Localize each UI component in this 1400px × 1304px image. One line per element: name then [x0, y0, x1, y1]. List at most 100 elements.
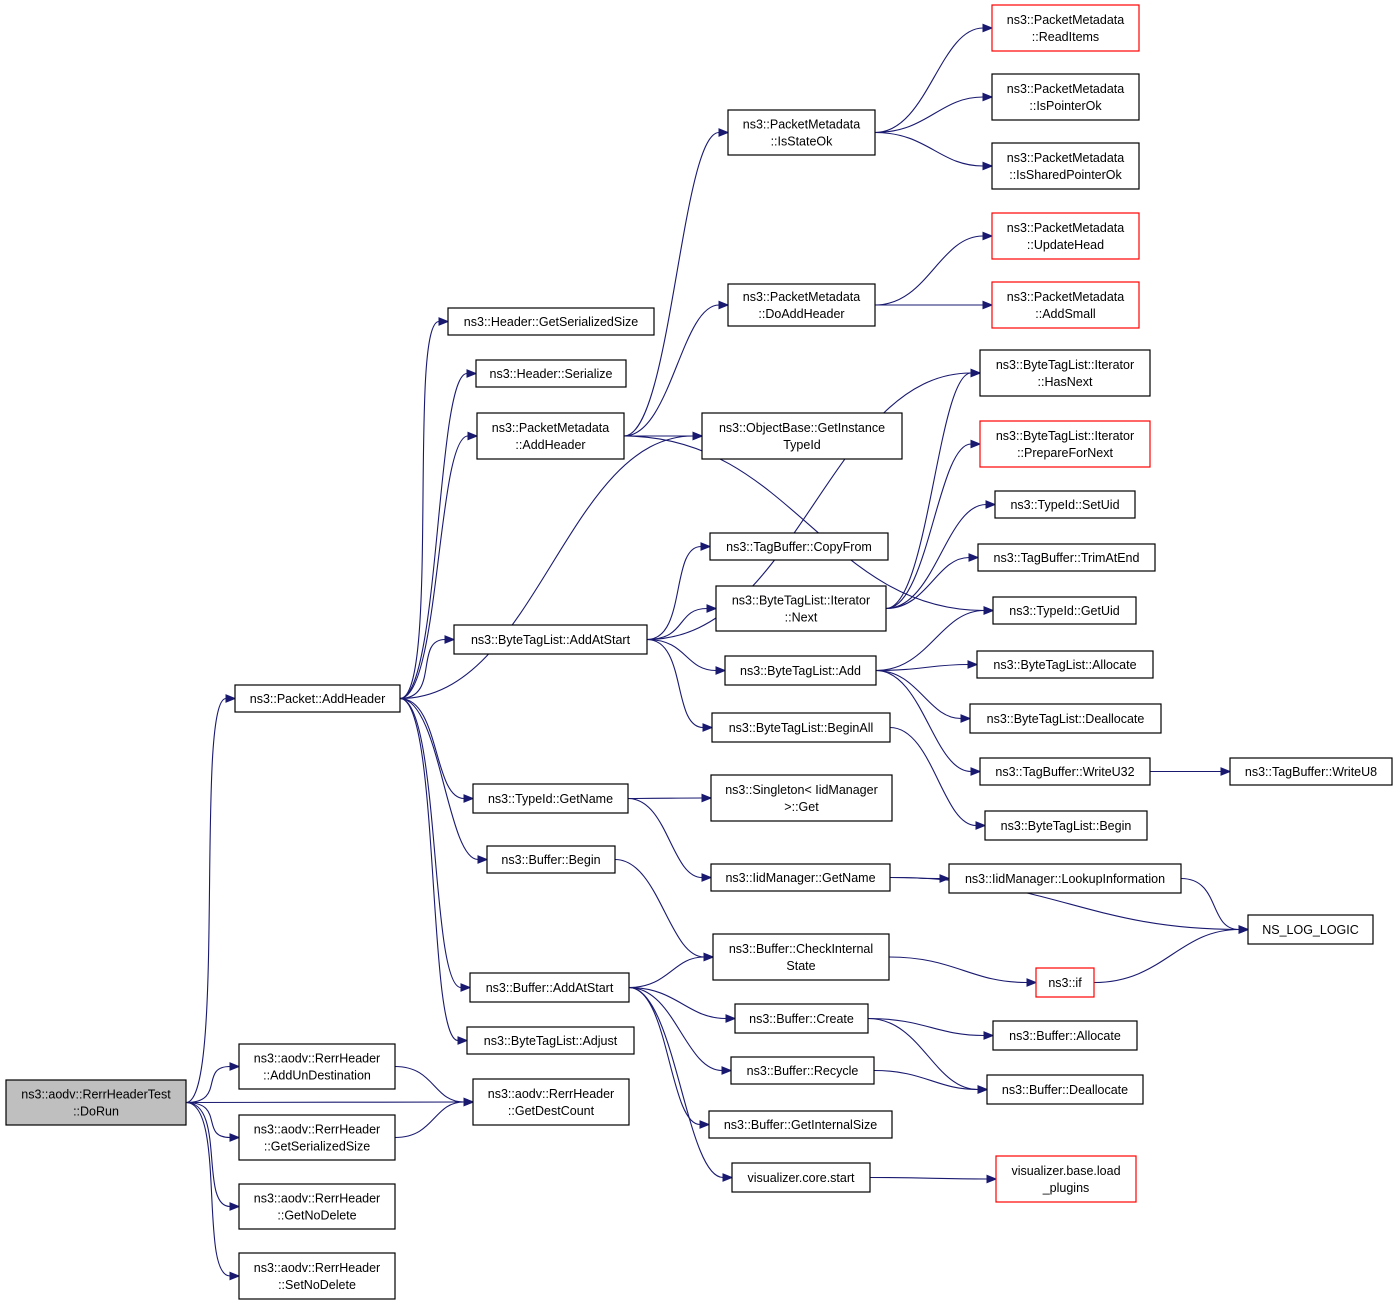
- node-box: [238, 1252, 396, 1300]
- arrowhead-icon: [721, 1066, 733, 1075]
- node-rerr-addundestination[interactable]: ns3::aodv::RerrHeader::AddUnDestination: [238, 1043, 396, 1090]
- node-pm-readitems[interactable]: ns3::PacketMetadata::ReadItems: [991, 4, 1140, 52]
- arrowhead-icon: [968, 553, 980, 562]
- node-btl-allocate[interactable]: ns3::ByteTagList::Allocate: [976, 650, 1154, 679]
- node-box: [731, 1162, 871, 1193]
- node-box: [709, 532, 889, 561]
- arrowhead-icon: [706, 604, 718, 613]
- node-label-line: ns3::Buffer::Allocate: [1009, 1029, 1121, 1043]
- node-pm-updatehead[interactable]: ns3::PacketMetadata::UpdateHead: [991, 212, 1140, 260]
- node-buf-allocate[interactable]: ns3::Buffer::Allocate: [992, 1020, 1138, 1051]
- node-label-line: ns3::Buffer::CheckInternal: [729, 942, 873, 956]
- node-label-line: _plugins: [1042, 1181, 1090, 1195]
- node-label-line: ns3::aodv::RerrHeader: [254, 1123, 380, 1137]
- node-rerr-getserializedsize[interactable]: ns3::aodv::RerrHeader::GetSerializedSize: [238, 1114, 396, 1161]
- node-hdr-serialize[interactable]: ns3::Header::Serialize: [475, 359, 627, 388]
- edge-buf-create-to-buf-deallocate: [867, 1017, 979, 1091]
- node-ns-log-logic[interactable]: NS_LOG_LOGIC: [1247, 914, 1374, 945]
- node-label-line: ns3::aodv::RerrHeaderTest: [21, 1088, 171, 1102]
- node-label-line: ns3::PacketMetadata: [1007, 82, 1124, 96]
- arrowhead-icon: [985, 500, 997, 509]
- node-typeid-getuid[interactable]: ns3::TypeId::GetUid: [992, 596, 1137, 625]
- node-label-line: ns3::TypeId::GetUid: [1009, 604, 1120, 618]
- edge-btli-next-to-tagbuf-trimatend: [885, 556, 970, 610]
- node-box: [1035, 967, 1095, 998]
- node-rerr-getnodelete[interactable]: ns3::aodv::RerrHeader::GetNoDelete: [238, 1183, 396, 1230]
- node-label-line: State: [786, 959, 815, 973]
- node-singleton-get[interactable]: ns3::Singleton< IidManager>::Get: [710, 774, 893, 822]
- node-label-line: ns3::PacketMetadata: [743, 290, 860, 304]
- node-buf-create[interactable]: ns3::Buffer::Create: [734, 1003, 869, 1034]
- node-root[interactable]: ns3::aodv::RerrHeaderTest::DoRun: [5, 1079, 187, 1126]
- node-buf-getinternalsize[interactable]: ns3::Buffer::GetInternalSize: [708, 1110, 893, 1139]
- node-pm-issharedpointerok[interactable]: ns3::PacketMetadata::IsSharedPointerOk: [991, 142, 1140, 190]
- node-hdr-getsersize[interactable]: ns3::Header::GetSerializedSize: [447, 307, 655, 336]
- node-label-line: ns3::TagBuffer::TrimAtEnd: [994, 551, 1140, 565]
- node-btli-preparefornext[interactable]: ns3::ByteTagList::Iterator::PrepareForNe…: [979, 420, 1151, 468]
- node-label-line: ns3::aodv::RerrHeader: [488, 1087, 614, 1101]
- node-tagbuf-writeu32[interactable]: ns3::TagBuffer::WriteU32: [979, 757, 1151, 786]
- node-pkt-addheader[interactable]: ns3::Packet::AddHeader: [234, 684, 401, 713]
- node-label-line: NS_LOG_LOGIC: [1262, 923, 1359, 937]
- node-typeid-getname[interactable]: ns3::TypeId::GetName: [472, 783, 629, 814]
- node-label-line: ::GetDestCount: [508, 1104, 595, 1118]
- node-pm-isstateok[interactable]: ns3::PacketMetadata::IsStateOk: [727, 109, 876, 156]
- node-tagbuf-trimatend[interactable]: ns3::TagBuffer::TrimAtEnd: [977, 543, 1156, 572]
- node-box: [486, 845, 616, 874]
- node-label-line: ns3::IidManager::GetName: [725, 871, 875, 885]
- node-ns3-if[interactable]: ns3::if: [1035, 967, 1095, 998]
- node-box: [948, 863, 1182, 894]
- node-pm-addsmall[interactable]: ns3::PacketMetadata::AddSmall: [991, 281, 1140, 329]
- node-tagbuf-copyfrom[interactable]: ns3::TagBuffer::CopyFrom: [709, 532, 889, 561]
- node-btl-begin[interactable]: ns3::ByteTagList::Begin: [984, 810, 1148, 841]
- node-box: [711, 712, 891, 743]
- node-box: [969, 703, 1162, 734]
- node-btl-deallocate[interactable]: ns3::ByteTagList::Deallocate: [969, 703, 1162, 734]
- node-label-line: ns3::PacketMetadata: [1007, 13, 1124, 27]
- arrowhead-icon: [982, 23, 994, 33]
- node-btl-addatstart[interactable]: ns3::ByteTagList::AddAtStart: [453, 624, 648, 655]
- node-label-line: visualizer.core.start: [748, 1171, 856, 1185]
- node-iid-getname[interactable]: ns3::IidManager::GetName: [710, 863, 891, 892]
- edge-btl-addatstart-to-btl-add: [646, 638, 717, 672]
- node-vis-core-start[interactable]: visualizer.core.start: [731, 1162, 871, 1193]
- arrowhead-icon: [725, 1014, 737, 1023]
- node-box: [979, 757, 1151, 786]
- node-buf-begin[interactable]: ns3::Buffer::Begin: [486, 845, 616, 874]
- node-btl-adjust[interactable]: ns3::ByteTagList::Adjust: [466, 1026, 635, 1055]
- node-buf-deallocate[interactable]: ns3::Buffer::Deallocate: [986, 1074, 1144, 1105]
- node-iid-lookupinfo[interactable]: ns3::IidManager::LookupInformation: [948, 863, 1182, 894]
- node-label-line: ns3::ObjectBase::GetInstance: [719, 421, 885, 435]
- node-btli-hasnext[interactable]: ns3::ByteTagList::Iterator::HasNext: [979, 349, 1151, 397]
- edge-buf-addatstart-to-buf-checkinternalstate: [628, 956, 705, 989]
- node-btli-next[interactable]: ns3::ByteTagList::Iterator::Next: [715, 585, 887, 632]
- node-rerr-getdestcount[interactable]: ns3::aodv::RerrHeader::GetDestCount: [472, 1078, 630, 1126]
- node-box: [991, 4, 1140, 52]
- arrowhead-icon: [982, 92, 994, 102]
- edge-btl-addatstart-to-tagbuf-copyfrom: [646, 545, 702, 641]
- arrowhead-icon: [983, 606, 995, 615]
- node-typeid-setuid[interactable]: ns3::TypeId::SetUid: [994, 490, 1136, 519]
- arrowhead-icon: [700, 542, 712, 551]
- node-pm-ispointerok[interactable]: ns3::PacketMetadata::IsPointerOk: [991, 73, 1140, 121]
- node-tagbuf-writeu8[interactable]: ns3::TagBuffer::WriteU8: [1229, 757, 1393, 786]
- arrowhead-icon: [702, 723, 714, 732]
- node-box: [727, 109, 876, 156]
- node-pm-addheader[interactable]: ns3::PacketMetadata::AddHeader: [476, 412, 625, 460]
- node-label-line: ns3::ByteTagList::Begin: [1001, 819, 1132, 833]
- edge-btl-addatstart-to-btl-beginall: [646, 638, 704, 729]
- node-label-line: ns3::Buffer::AddAtStart: [486, 981, 614, 995]
- node-pm-doaddheader[interactable]: ns3::PacketMetadata::DoAddHeader: [727, 283, 876, 327]
- node-buf-recycle[interactable]: ns3::Buffer::Recycle: [730, 1056, 875, 1085]
- node-btl-beginall[interactable]: ns3::ByteTagList::BeginAll: [711, 712, 891, 743]
- edge-pm-isstateok-to-pm-ispointerok: [874, 96, 984, 134]
- node-buf-addatstart[interactable]: ns3::Buffer::AddAtStart: [469, 972, 630, 1003]
- edge-pkt-addheader-to-typeid-getname: [399, 697, 465, 800]
- node-label-line: ns3::ByteTagList::Iterator: [996, 358, 1134, 372]
- node-rerr-setnodelete[interactable]: ns3::aodv::RerrHeader::SetNoDelete: [238, 1252, 396, 1300]
- node-vis-base-loadplugins[interactable]: visualizer.base.load_plugins: [995, 1155, 1137, 1203]
- node-btl-add[interactable]: ns3::ByteTagList::Add: [724, 655, 877, 686]
